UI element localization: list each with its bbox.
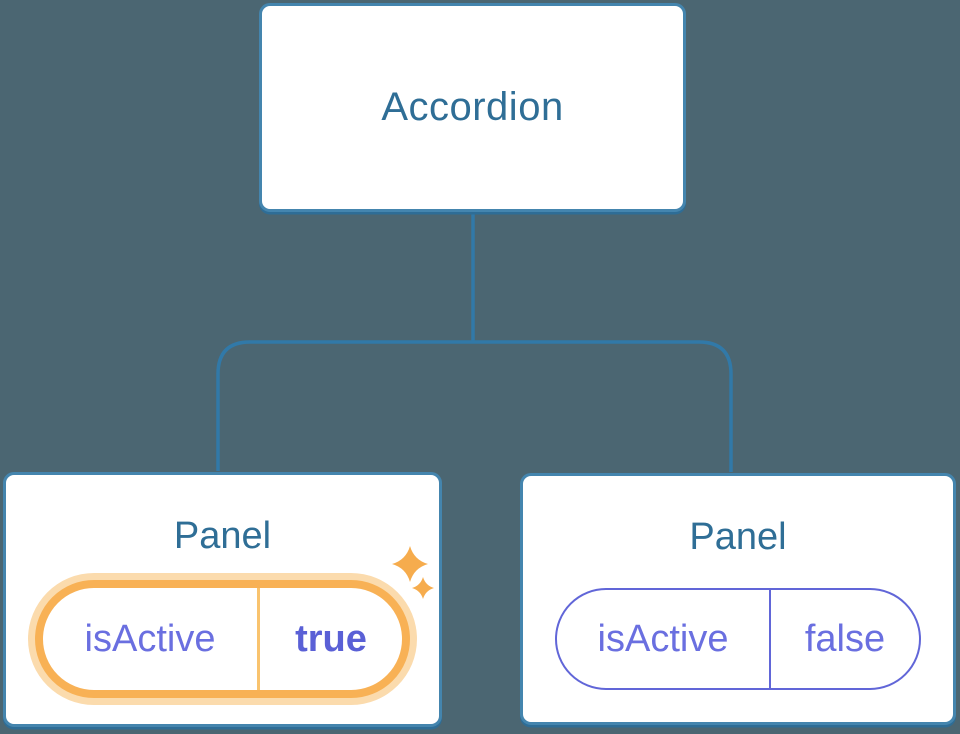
- state-value-label: false: [804, 617, 886, 660]
- panel-node-active: Panel isActive true: [3, 472, 442, 727]
- root-component-label: Accordion: [381, 85, 564, 129]
- state-pill-inactive: isActive false: [555, 588, 921, 690]
- state-value-label: true: [295, 617, 367, 660]
- state-value-cell: false: [769, 590, 919, 688]
- root-component-node: Accordion: [259, 3, 686, 212]
- state-pill-active: isActive true: [35, 580, 410, 698]
- panel-node-inactive: Panel isActive false: [520, 473, 956, 725]
- panel-title: Panel: [173, 515, 272, 557]
- panel-title: Panel: [689, 516, 787, 558]
- state-key-label: isActive: [84, 617, 216, 660]
- state-key-cell: isActive: [557, 590, 769, 688]
- state-value-cell: true: [257, 588, 402, 690]
- state-key-label: isActive: [597, 617, 729, 660]
- state-key-cell: isActive: [43, 588, 257, 690]
- sparkle-icon: [392, 546, 434, 599]
